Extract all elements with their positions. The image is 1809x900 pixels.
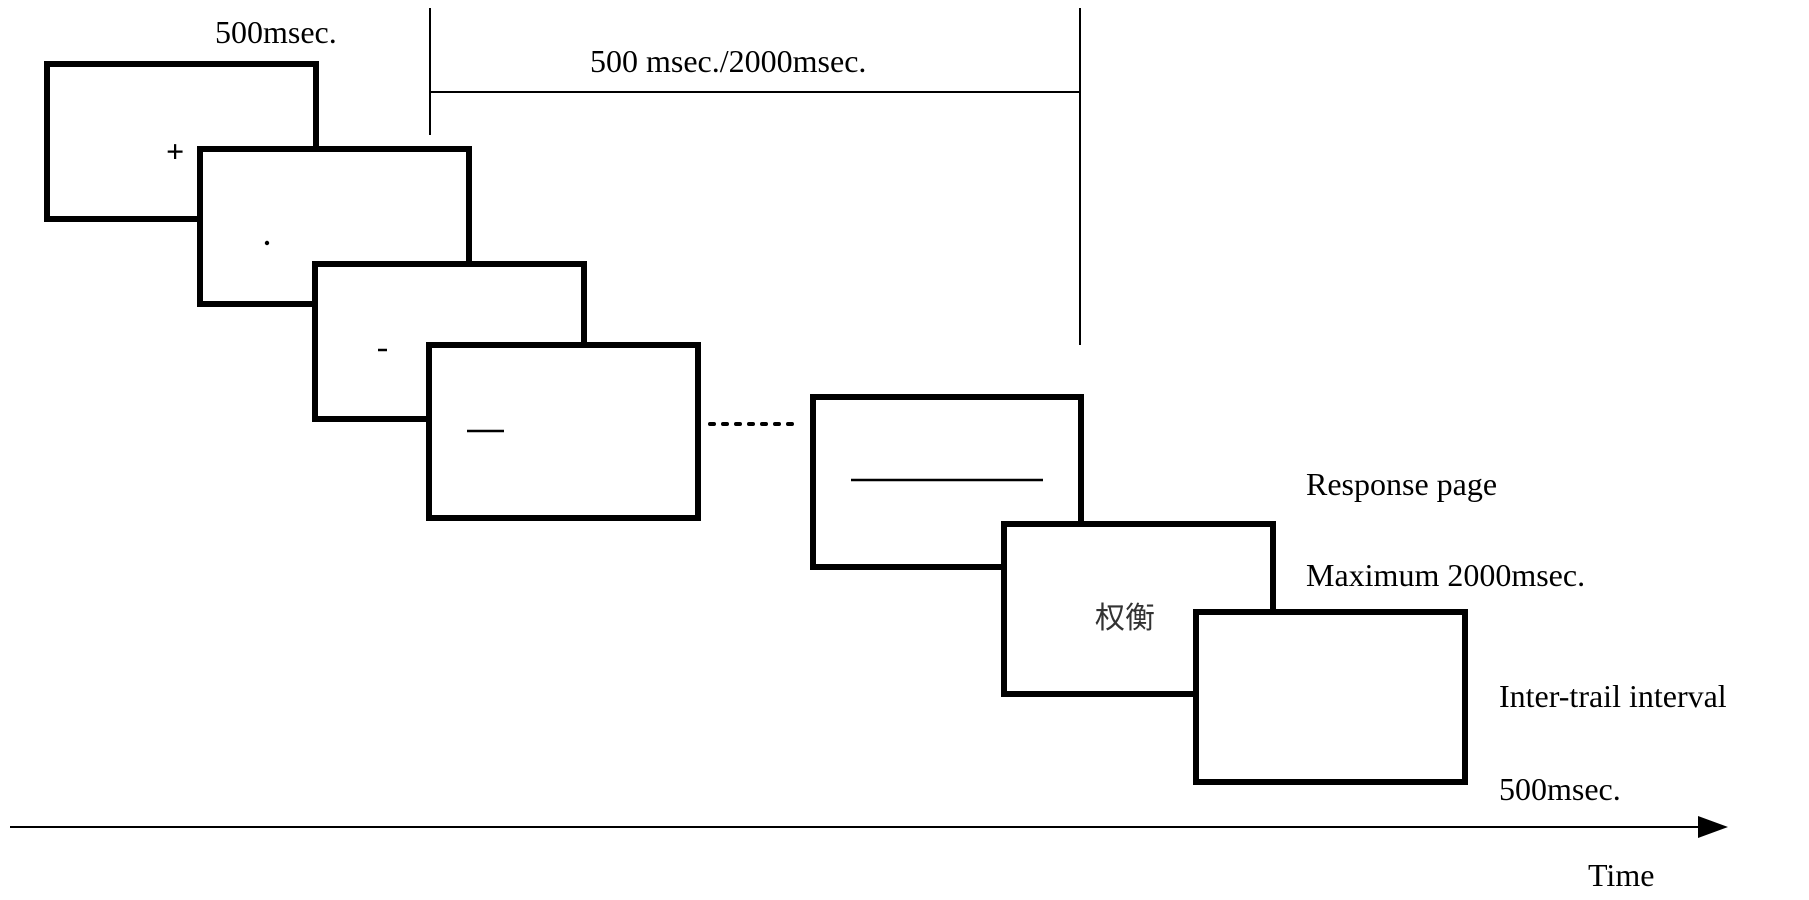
max-duration-label: Maximum 2000msec. xyxy=(1306,557,1585,593)
stimulus-window-label: 500 msec./2000msec. xyxy=(590,43,866,79)
dot-stimulus xyxy=(264,240,270,246)
time-axis-label: Time xyxy=(1588,857,1654,893)
fixation-cross: + xyxy=(166,133,184,169)
iti-duration-label: 500msec. xyxy=(1499,771,1621,807)
inter-trial-frame xyxy=(1193,609,1468,785)
response-word: 权衡 xyxy=(1095,601,1155,636)
stimulus-frame-final xyxy=(810,394,1084,570)
fixation-duration-label: 500msec. xyxy=(215,14,337,50)
response-page-label: Response page xyxy=(1306,466,1497,502)
iti-label: Inter-trail interval xyxy=(1499,678,1727,714)
time-axis-arrowhead xyxy=(1698,816,1728,838)
